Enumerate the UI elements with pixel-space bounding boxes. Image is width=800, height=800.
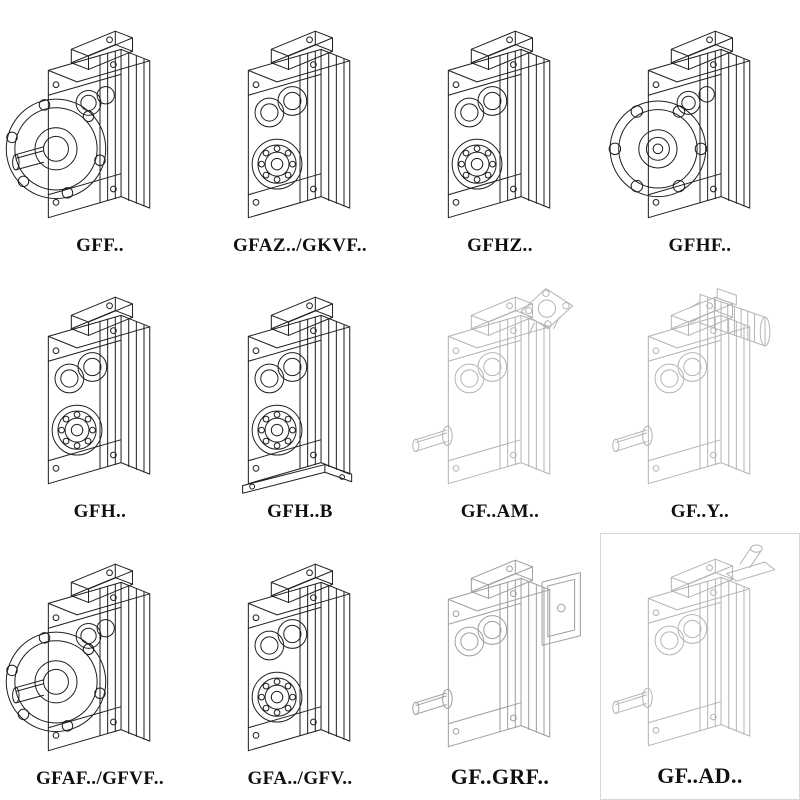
gearbox-symbol [48,297,149,484]
gearbox-drawing [202,279,398,499]
gearbox-drawing [602,541,798,761]
model-label: GFHZ.. [467,234,533,256]
gearbox-symbol [243,297,352,493]
gearbox-drawing [402,13,598,233]
gearbox-drawing [2,546,198,766]
model-label: GFA../GFV.. [247,767,353,789]
catalog-cell: GFH.. [0,267,200,534]
gearbox-symbol [248,564,349,751]
gearbox-symbol [413,289,573,484]
gearbox-symbol [613,545,775,746]
catalog-cell: GF..GRF.. [400,533,600,800]
model-label: GFH..B [267,501,333,523]
gearbox-drawing [2,279,198,499]
gearbox-symbol [6,31,149,218]
model-label: GF..AD.. [657,762,743,788]
gearbox-symbol [609,31,750,218]
model-label: GFH.. [73,501,127,523]
catalog-cell: GFA../GFV.. [200,533,400,800]
gearbox-symbol [613,289,770,484]
model-label: GFAZ../GKVF.. [233,234,367,256]
gearbox-drawing [2,13,198,233]
catalog-cell: GFHZ.. [400,0,600,267]
gearbox-drawing [602,13,798,233]
model-label: GFF.. [76,234,124,256]
gearbox-drawing [602,279,798,499]
catalog-cell: GFF.. [0,0,200,267]
catalog-cell: GF..AD.. [600,533,800,800]
gearbox-symbol [248,31,349,218]
gearbox-symbol [6,564,149,751]
catalog-cell: GFAF../GFVF.. [0,533,200,800]
gearbox-symbol [448,31,549,218]
model-label: GFAF../GFVF.. [35,767,164,789]
gearbox-symbol [413,560,581,747]
model-label: GFHF.. [668,234,732,256]
model-label: GF..Y.. [670,501,730,523]
gearbox-drawing [402,279,598,499]
catalog-cell: GFH..B [200,267,400,534]
model-label: GF..GRF.. [450,763,550,789]
catalog-cell: GFHF.. [600,0,800,267]
catalog-cell: GF..Y.. [600,267,800,534]
catalog-cell: GFAZ../GKVF.. [200,0,400,267]
catalog-cell: GF..AM.. [400,267,600,534]
gearbox-drawing [202,546,398,766]
model-label: GF..AM.. [460,501,540,523]
gearbox-drawing [402,542,598,762]
gearbox-drawing [202,13,398,233]
